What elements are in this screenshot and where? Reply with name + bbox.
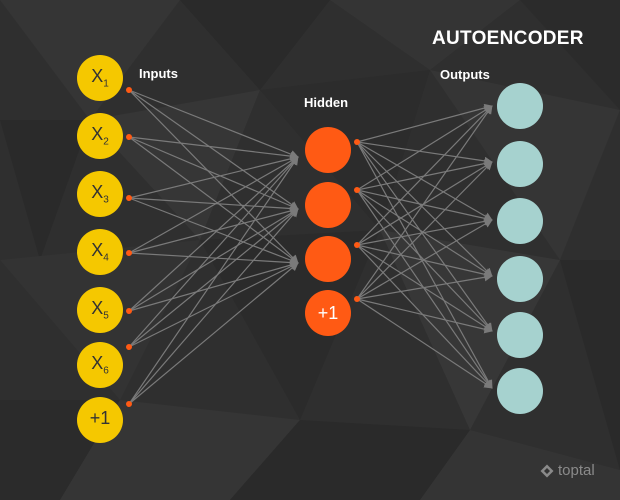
input-node: X4 — [77, 229, 123, 275]
edge-source-dot — [126, 344, 132, 350]
connection-edge — [128, 262, 299, 348]
input-node: X3 — [77, 171, 123, 217]
connection-edge — [356, 298, 493, 334]
output-node — [497, 312, 543, 358]
edge-dot-group — [126, 87, 360, 407]
edge-source-dot — [126, 195, 132, 201]
edge-source-dot — [354, 139, 360, 145]
toptal-brand: toptal — [540, 462, 595, 479]
connection-edge — [128, 156, 299, 348]
output-node — [497, 83, 543, 129]
connection-edge — [128, 136, 299, 161]
outputs-label: Outputs — [440, 67, 490, 82]
connection-edge — [128, 208, 299, 405]
connection-edge — [356, 105, 493, 246]
connection-edge — [128, 261, 299, 312]
connection-edge — [356, 141, 493, 332]
connection-edge — [356, 141, 493, 221]
toptal-logo-icon — [540, 464, 554, 477]
connection-edge — [128, 206, 299, 254]
connection-edge — [128, 262, 299, 405]
connection-edge — [128, 89, 299, 264]
edge-source-dot — [354, 296, 360, 302]
output-node — [497, 141, 543, 187]
edge-source-dot — [126, 250, 132, 256]
connection-edge — [128, 156, 299, 312]
connection-edge — [128, 154, 299, 199]
diagram-title: AUTOENCODER — [432, 28, 584, 49]
connection-edge — [356, 141, 493, 277]
bias-hidden-label: +1 — [317, 302, 339, 323]
connection-edge — [356, 103, 493, 143]
input-node-label: X5 — [91, 298, 109, 322]
connection-edge — [128, 89, 299, 210]
input-node-label: X2 — [91, 124, 109, 148]
input-node-label: X1 — [91, 66, 109, 90]
connection-edge — [356, 105, 493, 300]
input-node-label: X3 — [91, 182, 109, 206]
input-node-label: X6 — [91, 353, 109, 377]
input-node: X5 — [77, 287, 123, 333]
output-node — [497, 198, 543, 244]
edge-source-dot — [126, 308, 132, 314]
connection-edge — [128, 197, 299, 213]
connection-edge — [356, 244, 493, 279]
connection-edge — [128, 156, 299, 254]
connection-edge — [356, 189, 493, 389]
connection-edge — [356, 273, 493, 300]
connection-edge — [356, 161, 493, 300]
edge-source-dot — [354, 187, 360, 193]
input-node: X2 — [77, 113, 123, 159]
connection-edge — [356, 217, 493, 246]
connection-edge — [356, 244, 493, 389]
edge-group — [128, 89, 493, 405]
hidden-label: Hidden — [304, 95, 349, 110]
connection-edge — [128, 208, 299, 348]
connection-edge — [356, 219, 493, 300]
toptal-wordmark: toptal — [558, 462, 595, 479]
edge-source-dot — [354, 242, 360, 248]
connection-edge — [128, 208, 299, 312]
edge-source-dot — [126, 87, 132, 93]
input-node: X1 — [77, 55, 123, 101]
connection-edge — [356, 298, 493, 389]
connection-edge — [128, 136, 299, 210]
edge-source-dot — [126, 401, 132, 407]
edge-source-dot — [126, 134, 132, 140]
bias-hidden-node: +1 — [305, 290, 351, 336]
connection-edge — [356, 141, 493, 166]
input-node: X6 — [77, 342, 123, 388]
connection-edge — [356, 105, 493, 191]
connection-edge — [356, 141, 493, 389]
hidden-node — [305, 236, 351, 282]
hidden-node — [305, 182, 351, 228]
connection-edge — [356, 189, 493, 223]
inputs-label: Inputs — [139, 66, 178, 81]
connection-edge — [128, 89, 299, 159]
output-node — [497, 256, 543, 302]
input-node-label: +1 — [89, 408, 111, 429]
hidden-node — [305, 127, 351, 173]
connection-edge — [128, 252, 299, 267]
input-node-label: X4 — [91, 240, 109, 264]
bias-input-node: +1 — [77, 397, 123, 443]
output-node — [497, 368, 543, 414]
connection-edge — [128, 156, 299, 405]
